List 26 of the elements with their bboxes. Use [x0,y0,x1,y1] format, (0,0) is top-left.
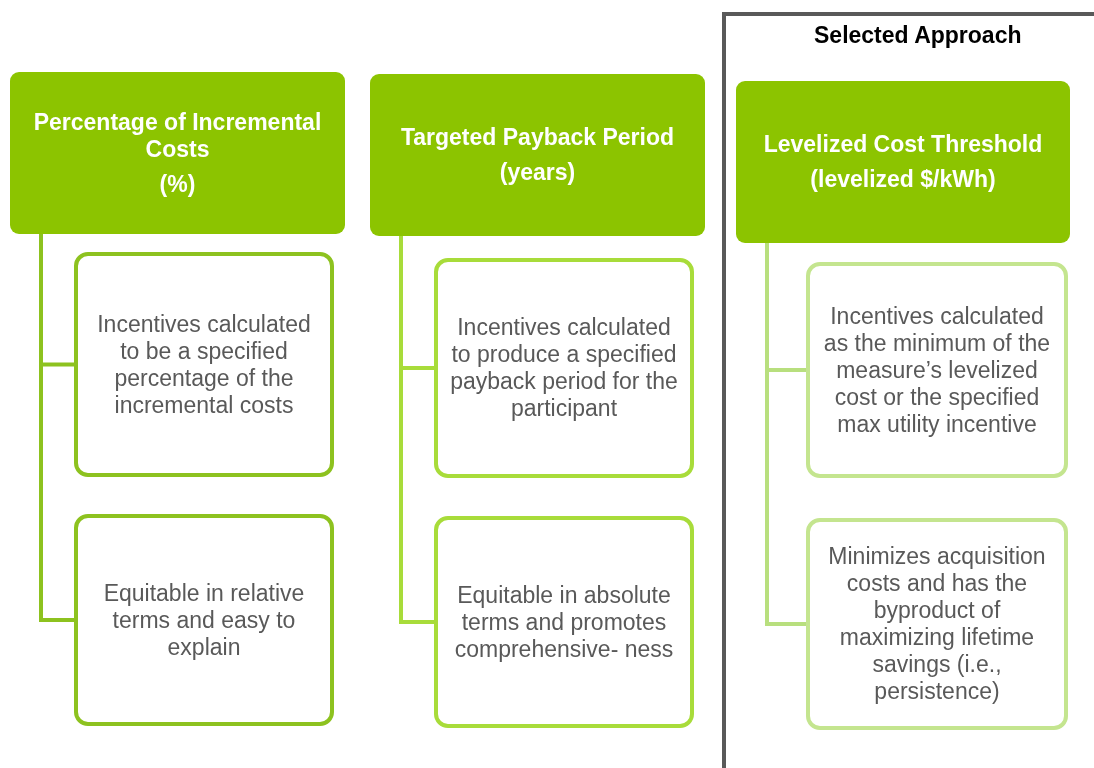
header-box [370,74,705,236]
connector-line [399,236,434,624]
description-text: Incentives calculated as the minimum of the measure’s levelized cost or the specified max utility incentive [822,302,1052,438]
unit-label: (years) [499,159,576,186]
connector-line [39,234,74,622]
description-text: Equitable in absolute terms and promotes comprehensive- ness [453,581,675,663]
header-box [10,72,345,234]
text-box [434,516,694,728]
connector-line [765,243,806,626]
header-box [736,81,1070,243]
header-title: Levelized Cost Threshold [763,131,1043,158]
unit-label: (levelized $/kWh) [810,166,996,193]
description-text: Minimizes acquisition costs and has the byproduct of maximizing lifetime savings (i.e., persistence) [827,543,1047,705]
header-title: Targeted Payback Period [400,124,675,151]
header-title: Percentage of Incremental Costs [32,108,323,163]
text-box [806,518,1068,730]
description-text: Incentives calculated to be a specified percentage of the incremental costs [96,310,312,419]
description-text: Incentives calculated to produce a specified payback period for the participant [449,314,679,422]
text-box [434,258,694,478]
selected-approach-frame [722,12,1094,768]
text-box [74,252,334,477]
text-box [74,514,334,726]
description-text: Equitable in relative terms and easy to explain [102,579,306,661]
unit-label: (%) [159,170,196,198]
text-box [806,262,1068,478]
group-title: Selected Approach [814,22,1022,49]
